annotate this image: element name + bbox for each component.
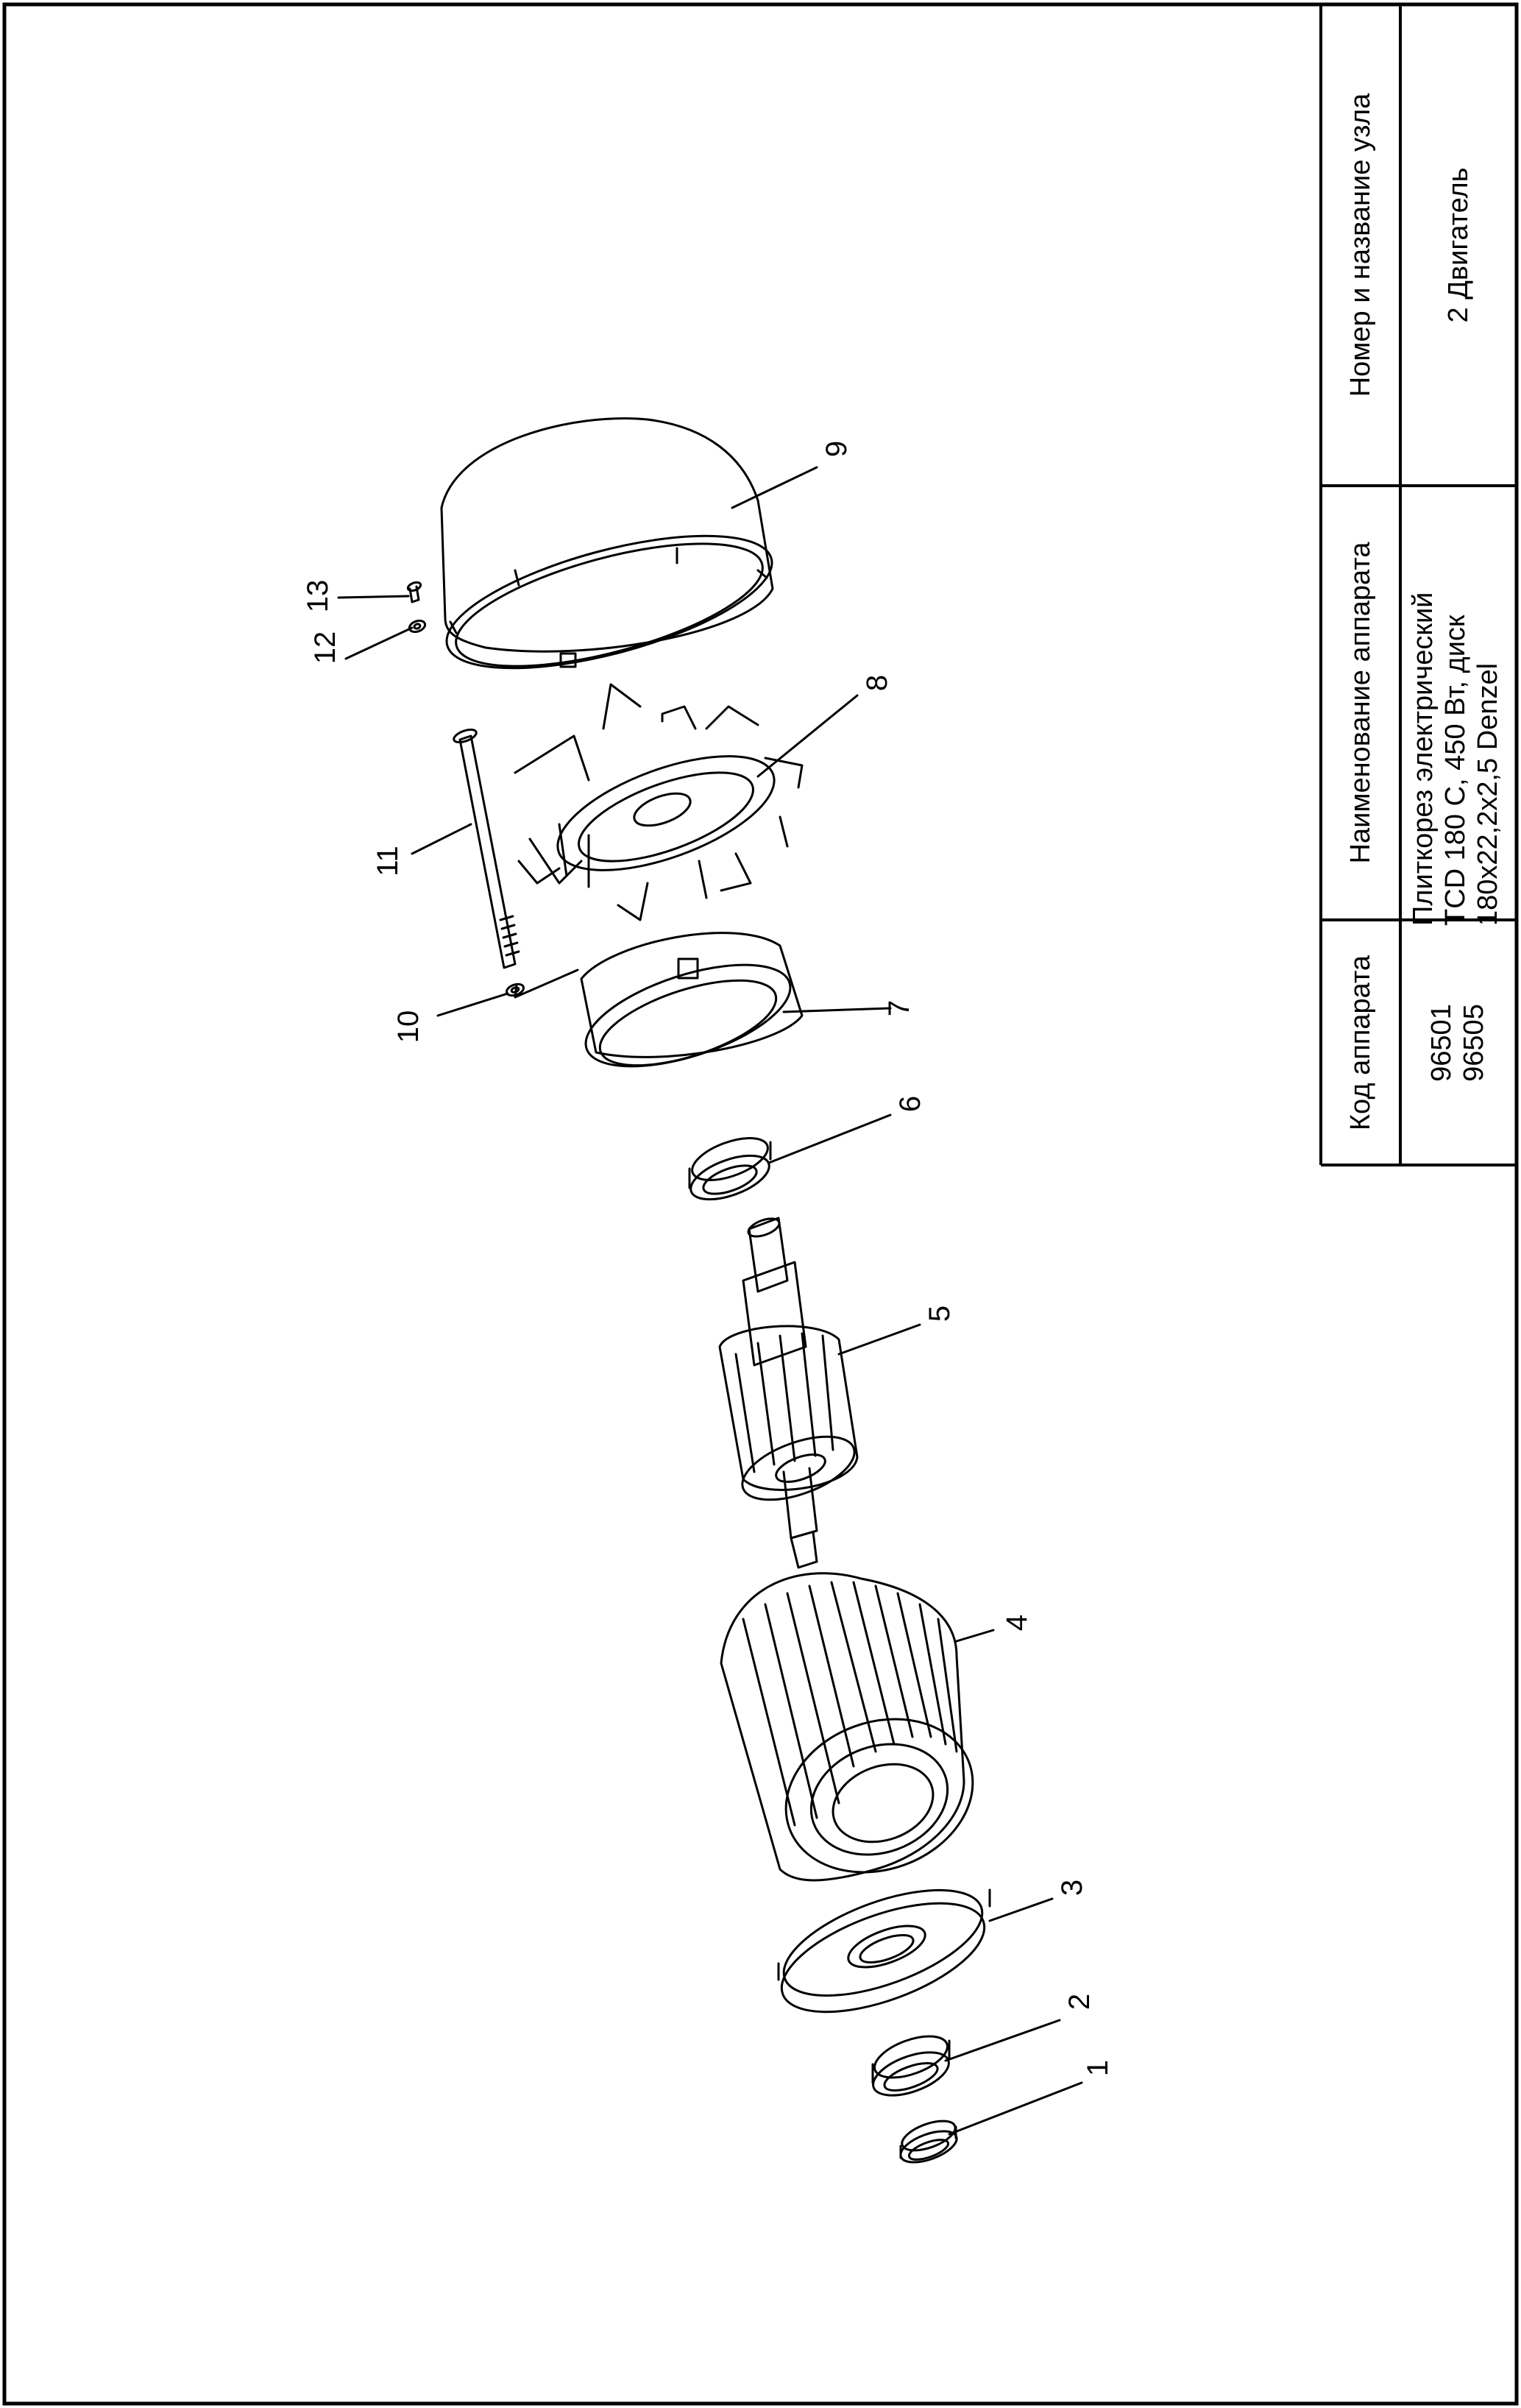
callout-13: 13 <box>302 580 334 613</box>
header-code: Код аппарата <box>1345 955 1376 1131</box>
device-name: Плиткорез электрический TCD 180 C, 450 В… <box>1407 484 1510 926</box>
part-3-end-cover <box>777 1888 991 2014</box>
part-9-fan-cover <box>440 417 774 670</box>
part-8-fan <box>514 683 804 921</box>
part-4-stator <box>720 1572 974 1882</box>
leader-lines <box>337 466 1083 2136</box>
callout-9: 9 <box>820 441 853 457</box>
title-block-grid <box>1319 4 1517 1166</box>
callout-11: 11 <box>372 846 404 877</box>
part-6-bearing <box>688 1137 772 1201</box>
device-codes: 96501 96505 <box>1425 932 1492 1153</box>
device-name-line-1: Плиткорез электрический <box>1408 592 1439 926</box>
device-code-1: 96501 <box>1426 1004 1457 1082</box>
callout-4: 4 <box>1001 1615 1033 1631</box>
header-device-name: Наименование аппарата <box>1345 542 1376 864</box>
callout-5: 5 <box>923 1306 956 1322</box>
callout-12: 12 <box>309 631 341 665</box>
callout-10: 10 <box>392 1010 425 1044</box>
callout-1: 1 <box>1082 2060 1114 2076</box>
part-1-bearing <box>899 2120 958 2164</box>
part-13-screw <box>406 581 422 603</box>
device-code-2: 96505 <box>1458 1004 1489 1082</box>
part-5-rotor <box>718 1217 859 1569</box>
part-7-end-bracket <box>580 932 804 1068</box>
header-assembly: Номер и название узла <box>1345 93 1376 397</box>
callout-3: 3 <box>1056 1880 1088 1896</box>
callout-7: 7 <box>883 1000 915 1016</box>
part-11-through-bolt <box>453 728 520 969</box>
assembly-name: 2 Двигатель <box>1443 167 1474 323</box>
part-2-bearing <box>871 2035 951 2097</box>
callout-8: 8 <box>861 675 893 691</box>
device-name-line-2: TCD 180 C, 450 Вт, диск <box>1440 615 1471 926</box>
device-name-line-3: 180x22,2x2,5 Denzel <box>1472 662 1503 926</box>
callout-2: 2 <box>1063 1994 1096 2010</box>
callout-6: 6 <box>894 1096 926 1112</box>
